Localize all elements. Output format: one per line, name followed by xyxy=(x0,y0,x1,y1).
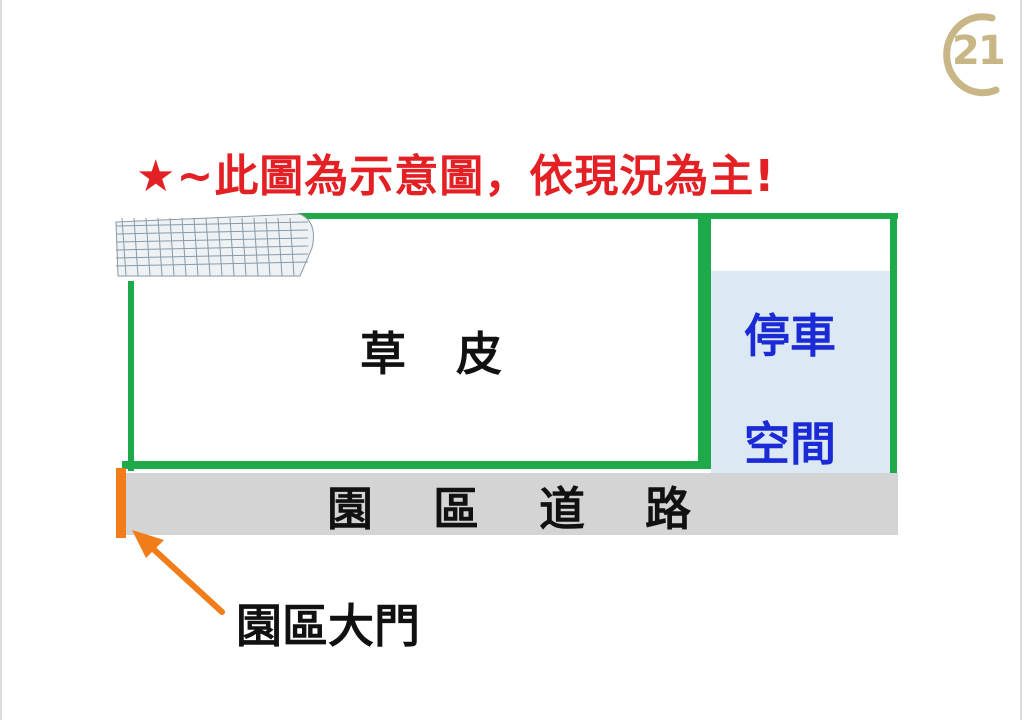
frame-left-edge xyxy=(0,0,2,720)
century21-logo-icon xyxy=(943,13,1000,97)
gate-label: 園區大門 xyxy=(236,599,420,653)
grass-boundary-left xyxy=(128,281,134,471)
parking-label-line1: 停車 xyxy=(744,309,836,363)
grass-label: 草皮 xyxy=(360,327,552,381)
parking-area xyxy=(711,271,891,474)
parking-boundary-right xyxy=(890,213,897,475)
gate-marker xyxy=(116,468,126,538)
grass-boundary-top xyxy=(298,213,898,219)
logo-text: 21 xyxy=(952,28,1006,74)
grass-boundary-divider xyxy=(698,213,711,469)
grass-boundary-bottom xyxy=(122,461,706,469)
road-label: 園區道路 xyxy=(327,482,751,536)
park-road xyxy=(120,473,898,535)
parking-label-line2: 空間 xyxy=(744,417,836,471)
frame-right-edge xyxy=(1020,0,1022,720)
disclaimer-note: ★~此圖為示意圖，依現況為主! xyxy=(136,151,776,202)
